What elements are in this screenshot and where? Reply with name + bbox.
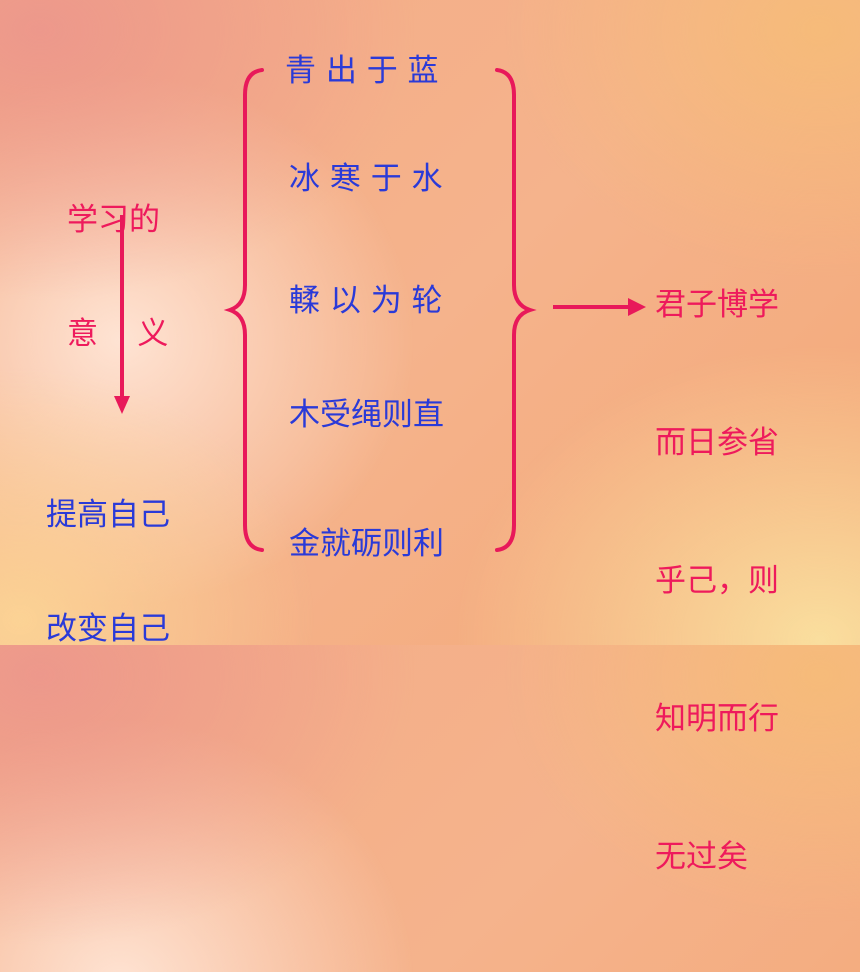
saying-2: 冰 寒 于 水 bbox=[289, 161, 443, 197]
conclusion-line-5: 无过矣 bbox=[655, 839, 748, 875]
saying-5: 金就砺则利 bbox=[289, 526, 444, 562]
left-brace bbox=[223, 68, 264, 552]
conclusion-line-4: 知明而行 bbox=[655, 701, 779, 737]
right-brace bbox=[495, 68, 537, 552]
saying-4: 木受绳则直 bbox=[289, 397, 444, 433]
result-label: 提高自己 改变自己 bbox=[46, 420, 170, 724]
result-label-line-1: 提高自己 bbox=[46, 497, 170, 533]
diagram-lines bbox=[114, 68, 646, 552]
saying-1: 青 出 于 蓝 bbox=[285, 53, 439, 89]
meaning-label-line-1: 学习的 bbox=[67, 202, 160, 238]
conclusion-line-3: 乎己，则 bbox=[655, 563, 779, 599]
meaning-label-line-2: 意 义 bbox=[67, 316, 169, 352]
conclusion-line-2: 而日参省 bbox=[655, 425, 779, 461]
saying-3: 輮 以 为 轮 bbox=[289, 283, 443, 319]
down-arrow-icon bbox=[114, 215, 130, 414]
conclusion-line-1: 君子博学 bbox=[655, 287, 779, 323]
meaning-label: 学习的 意 义 bbox=[67, 125, 168, 429]
result-label-line-2: 改变自己 bbox=[46, 611, 170, 647]
right-arrow-icon bbox=[553, 298, 646, 316]
